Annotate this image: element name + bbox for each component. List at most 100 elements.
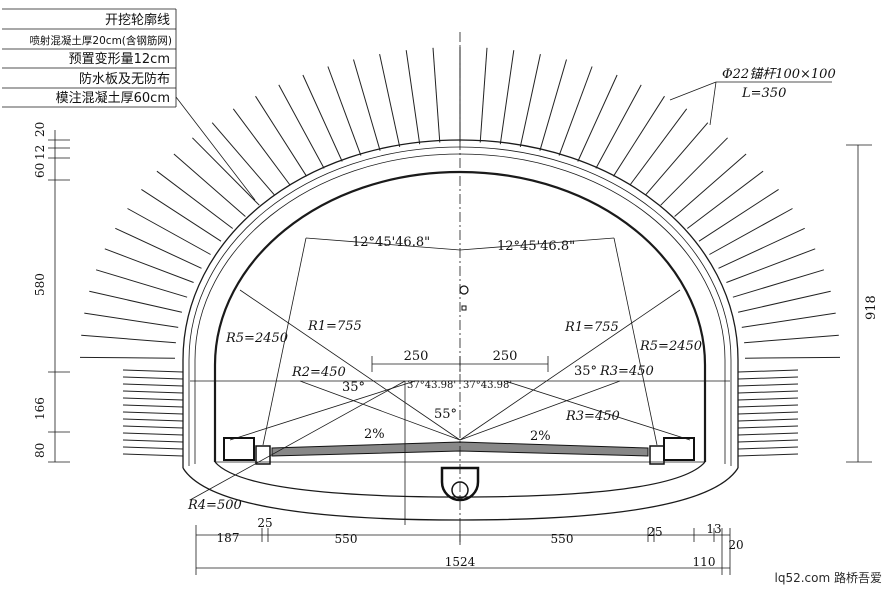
legend-deformation: 预置变形量12cm (69, 51, 170, 67)
right-dimension: 918 (846, 144, 879, 463)
left-dim-80: 80 (33, 443, 47, 458)
anchor-bolt-ray (737, 390, 799, 394)
angle-55: 55° (434, 407, 457, 422)
anchor-bolt-ray (122, 397, 184, 401)
anchor-bolt-ray (645, 122, 709, 196)
r5-right-label: R5=2450 (639, 339, 702, 354)
anchor-bolt-ray (612, 95, 665, 177)
anchor-bolt-ray (278, 84, 325, 169)
dim-20: 20 (728, 538, 743, 552)
anchor-bolt-ray (737, 453, 799, 457)
lining-outlines (182, 139, 739, 521)
r4-label: R4=500 (187, 498, 242, 513)
angle-label-left: 12°45'46.8" (352, 235, 430, 250)
anchor-bolt-rays (79, 47, 841, 457)
anchor-bolt-ray (709, 208, 793, 255)
dim-13: 13 (706, 522, 721, 536)
right-cable-trough (663, 437, 695, 461)
anchor-bolt-ray (104, 248, 194, 283)
dim-550-left: 550 (335, 532, 358, 546)
anchor-bolt-ray (122, 404, 184, 408)
r3-low-label: R3=450 (565, 409, 620, 424)
angle-37-left: 37°43.98' (407, 380, 456, 391)
anchor-bolt-ray (595, 84, 642, 169)
anchor-bolt-ray (737, 418, 799, 422)
anchor-bolt-ray (141, 188, 222, 242)
dim-187: 187 (217, 531, 240, 545)
legend-lining: 模注混凝土厚60cm (56, 90, 170, 106)
anchor-bolt-ray (519, 53, 541, 148)
r2-label: R2=450 (291, 365, 346, 380)
anchor-bolt-ray (737, 397, 799, 401)
angle-35-left: 35° (342, 380, 365, 395)
anchor-bolt-ray (737, 290, 831, 313)
anchor-bolt-ray (255, 95, 308, 177)
anchor-bolt-ray (81, 334, 176, 344)
anchor-bolt-ray (698, 188, 779, 242)
anchor-bolt-ray (122, 439, 184, 443)
dim-110: 110 (693, 555, 716, 569)
anchor-bolt-ray (95, 269, 188, 298)
anchor-bolt-ray (479, 47, 488, 143)
anchor-bolt-ray (353, 59, 381, 151)
anchor-bolt-ray (379, 53, 401, 148)
anchor-bolt-ray (686, 170, 764, 229)
anchor-bolt-ray (122, 432, 184, 436)
r1-left-label: R1=755 (307, 319, 362, 334)
slope-right: 2% (530, 429, 551, 444)
anchor-bolt-ray (232, 108, 291, 186)
anchor-bolt-ray (737, 425, 799, 429)
anchor-bolt-ray (122, 446, 184, 450)
anchor-bolt-ray (737, 411, 799, 415)
anchor-bolt-ray (737, 404, 799, 408)
anchor-bolt-ray (737, 369, 799, 373)
anchor-length: L=350 (741, 86, 786, 101)
excavation-outline (182, 139, 739, 468)
slope-left: 2% (364, 427, 385, 442)
angle-37-right: 37°43.98' (463, 380, 512, 391)
construction-lines (189, 32, 730, 545)
anchor-bolt-ray (302, 74, 343, 162)
anchor-bolt-ray (499, 50, 515, 145)
anchor-bolt-ray (539, 59, 567, 151)
anchor-bolt-callout: Φ22锚杆100×100 L=350 (669, 67, 836, 126)
anchor-bolt-ray (173, 153, 246, 217)
anchor-bolt-ray (405, 50, 421, 145)
anchor-bolt-ray (741, 312, 836, 328)
right-side-drain (649, 445, 665, 465)
anchor-bolt-ray (744, 356, 841, 359)
anchor-bolt-ray (674, 153, 747, 217)
angle-label-right: 12°45'46.8" (497, 239, 575, 254)
anchor-bolt-ray (127, 208, 211, 255)
dim-25-right: 25 (647, 525, 662, 539)
anchor-bolt-ray (737, 432, 799, 436)
anchor-bolt-ray (84, 312, 179, 328)
left-dim-166: 166 (33, 397, 47, 420)
anchor-bolt-ray (744, 334, 839, 344)
left-dim-60: 60 (33, 163, 47, 178)
anchor-bolt-ray (726, 248, 816, 283)
bottom-dimension-chain: 187 25 550 550 25 13 20 110 1524 (195, 516, 744, 575)
left-cable-trough (223, 437, 255, 461)
anchor-bolt-ray (577, 74, 618, 162)
anchor-bolt-ray (122, 390, 184, 394)
anchor-bolt-ray (737, 446, 799, 450)
anchor-bolt-ray (737, 376, 799, 380)
anchor-bolt-ray (432, 47, 441, 143)
r5-left-label: R5=2450 (225, 331, 288, 346)
left-dim-12: 12 (33, 145, 47, 160)
anchor-bolt-ray (89, 290, 183, 313)
anchor-bolt-ray (327, 66, 362, 156)
anchor-bolt-ray (192, 137, 260, 206)
anchor-bolt-ray (122, 376, 184, 380)
legend-waterproof: 防水板及无防布 (79, 71, 170, 87)
anchor-bolt-ray (79, 356, 176, 359)
r1-right-label: R1=755 (564, 320, 619, 335)
anchor-bolt-ray (122, 383, 184, 387)
left-dimension-chain: 20 12 60 580 166 80 (33, 122, 70, 463)
watermark: lq52.com 路桥吾爱 (774, 571, 882, 585)
anchor-bolt-ray (122, 411, 184, 415)
anchor-bolt-ray (115, 227, 202, 269)
anchor-bolt-ray (718, 227, 805, 269)
